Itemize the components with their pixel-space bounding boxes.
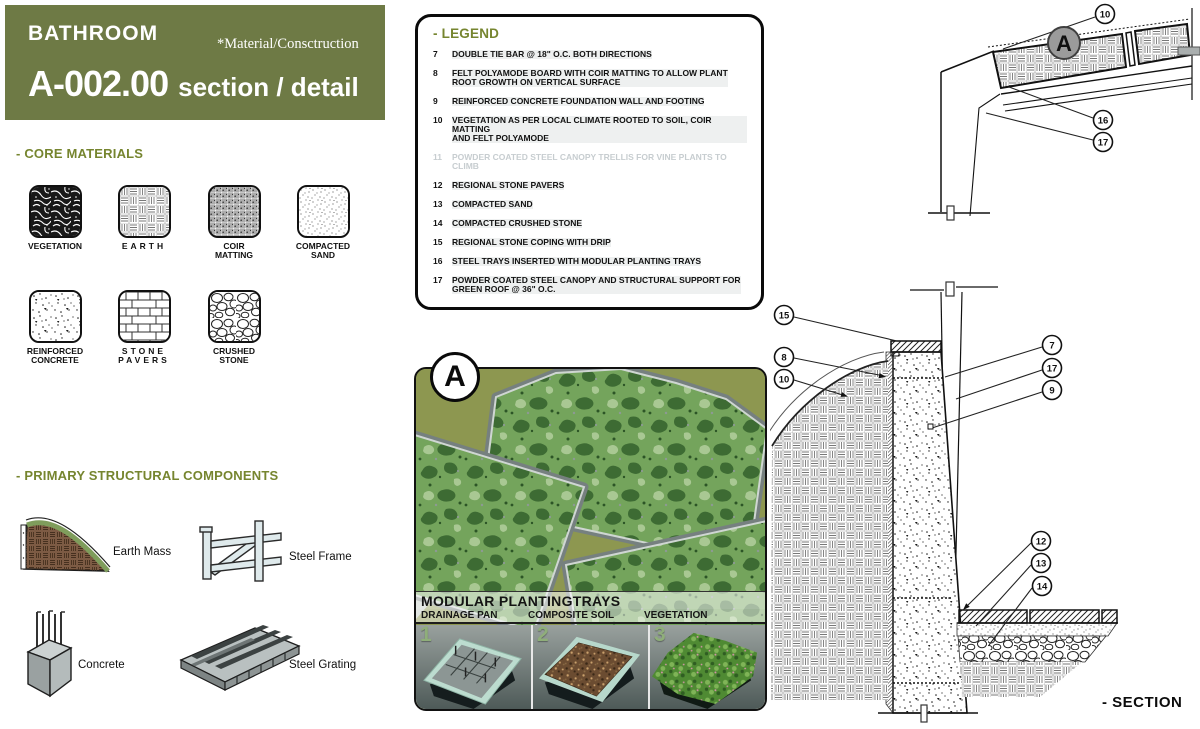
stone-coping [890, 340, 942, 353]
callout-8: 8 [781, 353, 786, 364]
vegetation-pattern-icon [28, 185, 82, 238]
callout-14: 14 [1037, 582, 1048, 593]
component-label-earth-mass: Earth Mass [113, 546, 172, 558]
swatch-label: COMPACTED SAND [295, 241, 351, 260]
legend-heading: - LEGEND [433, 26, 500, 41]
foundation-wall-detail [770, 281, 998, 723]
earth-mass-icon [20, 517, 111, 573]
callout-12: 12 [1036, 537, 1047, 548]
swatch-label: REINFORCED CONCRETE [26, 346, 84, 365]
swatch-label: VEGETATION [28, 241, 82, 251]
tie-bars [893, 377, 959, 684]
earth-under-layer [960, 662, 1082, 697]
sand-stipple-pattern-icon [296, 185, 350, 238]
column-break-symbol [945, 281, 955, 297]
wall-break-symbol [920, 704, 928, 723]
sheet-number: A-002.00 [28, 63, 169, 104]
column-label-vegetation: VEGETATION [644, 610, 708, 621]
photo-composite-soil: 2 [533, 625, 648, 709]
crushed-stone-layer [957, 635, 1107, 663]
callout-7: 7 [1049, 341, 1054, 352]
section-view-label: - SECTION [1102, 694, 1183, 711]
concrete-icon [26, 610, 73, 698]
photo-number-2: 2 [537, 625, 549, 646]
callout-17-top: 17 [1098, 138, 1109, 149]
detail-badge-a: A [430, 352, 480, 402]
swatch-label: EARTH [121, 241, 167, 251]
callout-17-right: 17 [1047, 364, 1058, 375]
panel-title-band: MODULAR PLANTINGTRAYS [416, 591, 765, 609]
section-drawing: A 10 16 17 15 8 10 7 17 9 12 13 14 [770, 3, 1200, 723]
material-swatch-earth: EARTH [104, 185, 184, 251]
component-label-concrete: Concrete [78, 659, 125, 671]
swatch-label: STONE PAVERS [118, 346, 170, 365]
swatch-label: CRUSHED STONE [212, 346, 256, 365]
callout-15: 15 [779, 311, 790, 322]
sand-layer [956, 622, 1118, 637]
component-label-steel-frame: Steel Frame [289, 551, 352, 563]
component-label-steel-grating: Steel Grating [289, 659, 357, 671]
canopy-drain-tick [1177, 46, 1200, 56]
material-swatch-stone-pavers: STONE PAVERS [104, 290, 184, 365]
leader-lines [793, 16, 1096, 646]
stone-pavers [958, 609, 1118, 624]
sheet-note: *Material/Consctruction [217, 36, 359, 52]
callout-16: 16 [1098, 116, 1109, 127]
photo-number-3: 3 [654, 625, 666, 646]
swatch-label: COIR MATTING [214, 241, 254, 260]
paving-layers [956, 609, 1118, 697]
steel-grating-icon [179, 625, 301, 691]
canopy-trays [928, 8, 1200, 221]
core-materials-heading: - CORE MATERIALS [16, 146, 144, 161]
earth-mound [771, 361, 888, 700]
callout-9: 9 [1049, 386, 1054, 397]
material-swatch-crushed-stone: CRUSHED STONE [194, 290, 274, 365]
cobble-pattern-icon [207, 290, 261, 343]
svg-text:A: A [1056, 31, 1072, 56]
material-swatch-reinforced-concrete: REINFORCED CONCRETE [15, 290, 95, 365]
tray-photos-row: 1 2 3 [416, 625, 765, 709]
section-badge-a: A [1047, 26, 1081, 60]
title-block: BATHROOM *Material/Consctruction A-002.0… [5, 5, 385, 120]
photo-vegetation: 3 [650, 625, 765, 709]
detail-panel: MODULAR PLANTINGTRAYS DRAINAGE PAN COMPO… [414, 367, 767, 711]
material-swatch-coir-matting: COIR MATTING [194, 185, 274, 260]
material-swatch-vegetation: VEGETATION [15, 185, 95, 251]
basket-weave-pattern-icon [117, 185, 171, 238]
material-swatch-compacted-sand: COMPACTED SAND [283, 185, 363, 260]
vegetation-surface-line [770, 351, 885, 432]
photo-drainage-pan: 1 [416, 625, 531, 709]
concrete-stipple-pattern-icon [28, 290, 82, 343]
sheet-title: section / detail [178, 72, 359, 102]
structural-components-heading: - PRIMARY STRUCTURAL COMPONENTS [16, 468, 279, 483]
steel-frame-icon [199, 520, 282, 582]
callout-10-top: 10 [1100, 10, 1111, 21]
sheet-category: BATHROOM [28, 22, 159, 45]
callouts: 10 16 17 15 8 10 7 17 9 12 13 14 [773, 3, 1116, 597]
panel-title: MODULAR PLANTINGTRAYS [421, 593, 621, 609]
coir-grid-pattern-icon [207, 185, 261, 238]
column-label-drainage-pan: DRAINAGE PAN [421, 610, 498, 621]
panel-column-labels: DRAINAGE PAN COMPOSITE SOIL VEGETATION [416, 609, 765, 624]
brick-pattern-icon [117, 290, 171, 343]
photo-number-1: 1 [420, 625, 432, 646]
callout-10-left: 10 [779, 375, 790, 386]
callout-13: 13 [1036, 559, 1047, 570]
column-label-composite-soil: COMPOSITE SOIL [528, 610, 615, 621]
column-break-symbol [946, 205, 955, 221]
